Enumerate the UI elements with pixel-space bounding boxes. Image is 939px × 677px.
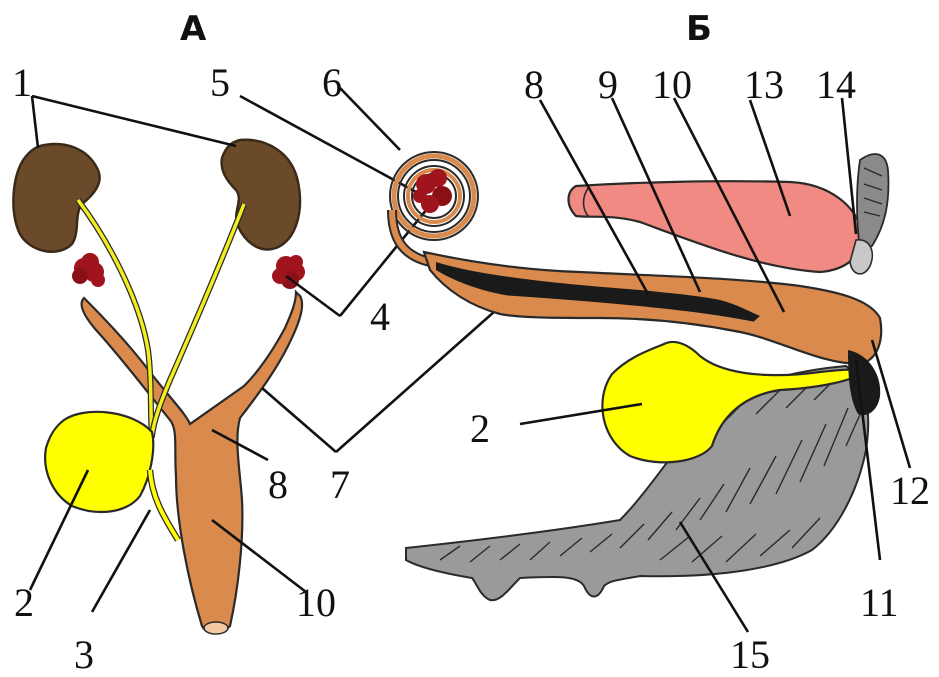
cervix-opening (204, 622, 228, 634)
label-a-3: 3 (74, 632, 94, 677)
panel-title-a: А (180, 9, 207, 49)
leader-a-7a (262, 388, 336, 452)
leader-a-3 (92, 510, 150, 612)
label-b-8: 8 (524, 62, 544, 107)
panel-b (390, 98, 910, 632)
label-b-12: 12 (890, 468, 930, 513)
anus-region (850, 154, 888, 274)
label-a-5: 5 (210, 60, 230, 105)
label-a-6: 6 (322, 60, 342, 105)
label-a-4: 4 (370, 294, 390, 339)
label-b-10: 10 (652, 62, 692, 107)
panel-title-b: Б (686, 9, 712, 49)
kidney-left (13, 144, 99, 252)
leader-a-1b (32, 96, 236, 146)
leader-a-1a (32, 96, 38, 148)
label-a-8: 8 (268, 462, 288, 507)
label-b-2: 2 (470, 406, 490, 451)
label-a-1: 1 (12, 60, 32, 105)
label-b-11: 11 (860, 580, 899, 625)
label-a-2: 2 (14, 580, 34, 625)
label-b-13: 13 (744, 62, 784, 107)
ovary-right (272, 255, 305, 289)
rectum (569, 181, 863, 272)
label-b-15: 15 (730, 632, 770, 677)
label-a-10: 10 (296, 580, 336, 625)
ovary-left (72, 253, 105, 287)
label-b-14: 14 (816, 62, 856, 107)
label-a-7: 7 (330, 462, 350, 507)
leader-a-6 (340, 88, 400, 150)
bladder-a (45, 412, 153, 512)
label-b-9: 9 (598, 62, 618, 107)
